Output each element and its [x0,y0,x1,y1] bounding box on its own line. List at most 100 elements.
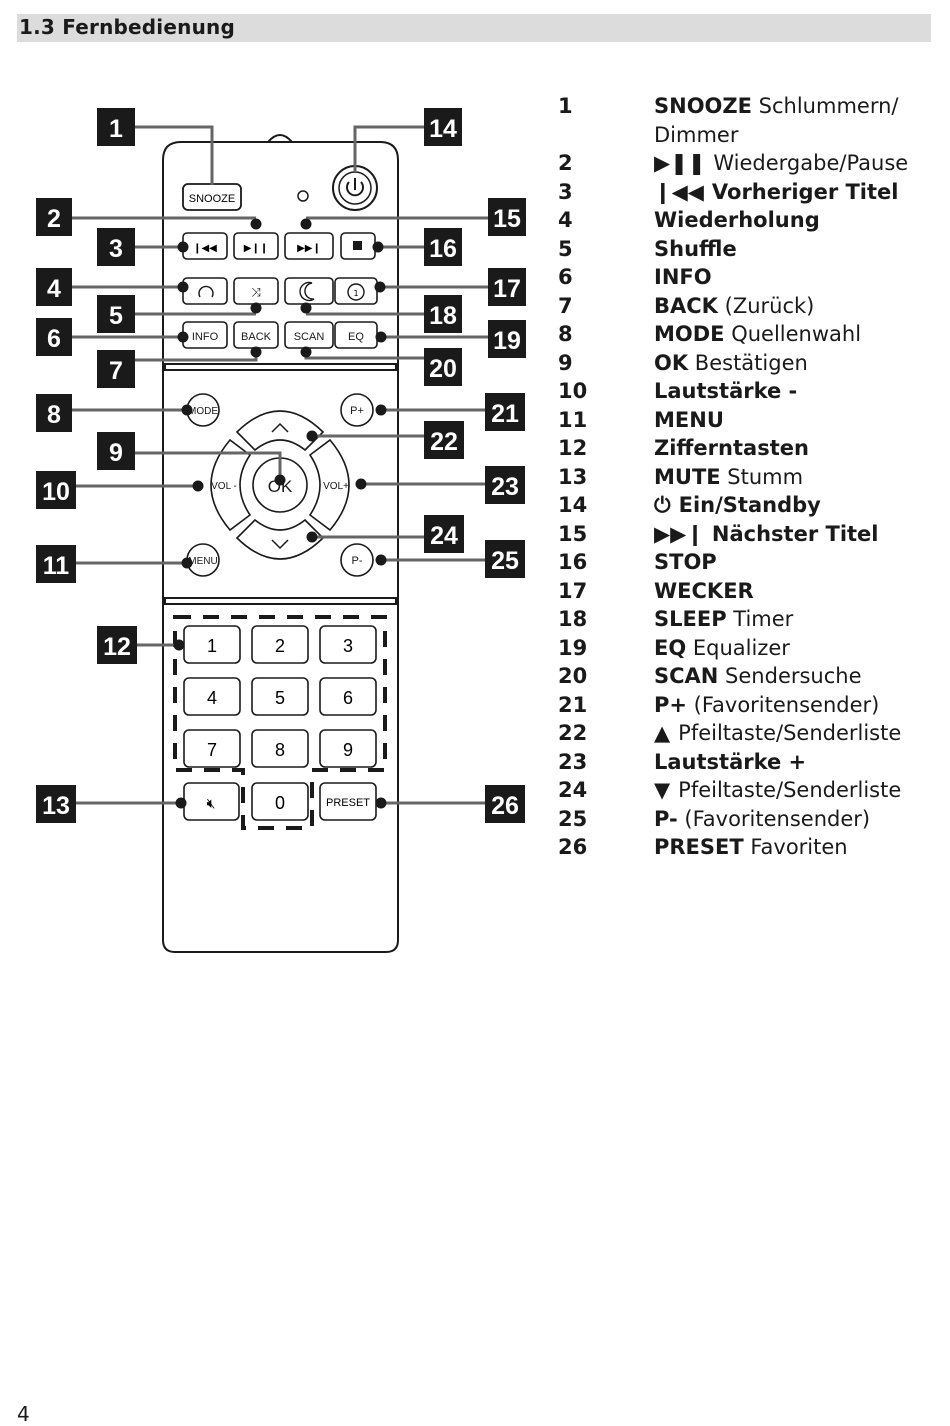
callout-badge-9 [97,432,135,470]
callout-number-8: 8 [47,401,61,429]
legend-term: Lautstärke + [654,749,807,774]
legend-description: Lautstärke - [654,377,929,406]
callout-dot-5 [250,302,262,314]
mute-icon: 🔇︎ [207,796,216,812]
legend-item: 15▶▶❙Nächster Titel [558,520,938,549]
back-label: BACK [241,331,272,343]
digit-2-button [251,625,309,664]
legend-term: P- [654,806,678,831]
callout-dot-16 [372,241,384,253]
legend-number: 9 [558,350,573,375]
legend-number: 21 [558,692,588,717]
legend-description: ▶❚❚Wiedergabe/Pause [654,149,929,178]
p-minus-button [340,543,374,577]
prev-icon: ❙◀◀ [193,243,217,254]
legend-number: 15 [558,521,588,546]
digit-6-label: 6 [343,688,353,708]
legend-item: 26 PRESET Favoriten [558,833,938,862]
callout-line-1 [135,125,214,185]
snooze-button: SNOOZE [182,183,242,211]
legend-number: 11 [558,407,588,432]
legend-description: P- (Favoritensender) [654,805,929,834]
legend-term: SNOOZE [654,94,752,118]
legend-term: SLEEP [654,607,727,631]
legend-description: Wiederholung [654,206,929,235]
callout-line-7 [135,352,258,362]
digit-4-label: 4 [207,688,217,708]
callout-number-9: 9 [109,439,123,467]
legend-description: Lautstärke + [654,748,929,777]
callout-number-24: 24 [430,522,458,550]
callout-badge-8 [36,394,72,432]
digit-3-button [319,625,377,664]
callout-dot-19 [375,331,387,343]
legend-number: 17 [558,578,588,603]
callout-number-3: 3 [109,235,123,263]
digit-5-label: 5 [275,688,285,708]
legend-description: MUTE Stumm [654,463,929,492]
legend-number: 6 [558,265,573,289]
callout-number-6: 6 [47,325,61,353]
callout-badge-5 [97,295,135,333]
legend-number: 2 [558,151,573,175]
power-icon [346,181,364,197]
callout-number-15: 15 [493,205,521,233]
legend-text: Pfeiltaste/Senderliste [678,721,902,745]
callout-badge-25 [485,540,525,578]
legend-number: 26 [558,835,588,859]
callout-badge-10 [36,471,76,509]
eq-label: EQ [348,331,364,343]
legend-term: Lautstärke - [654,379,798,403]
callout-number-12: 12 [103,633,131,661]
legend-number: 20 [558,664,588,688]
legend-term: BACK [654,293,718,318]
legend-term: Vorheriger Titel [711,179,899,204]
callout-dot-6 [177,331,189,343]
callout-badge-19 [488,320,526,358]
legend-text: Timer [726,607,794,631]
legend-number: 10 [558,379,588,403]
legend-term: Wiederholung [654,208,820,232]
legend-number: 3 [558,179,573,204]
callout-number-20: 20 [429,355,457,383]
legend-description: EQ Equalizer [654,634,929,663]
callout-number-13: 13 [42,792,70,820]
legend-text: (Favoritensender) [677,806,871,831]
legend-number: 18 [558,607,588,631]
callout-dot-20 [300,346,312,358]
legend-term: Nächster Titel [711,521,879,546]
callout-badge-2 [36,198,72,236]
keypad-frame [173,615,387,830]
callout-badge-1 [97,108,135,146]
callout-dot-24 [306,531,318,543]
legend-text: Favoriten [743,835,848,859]
callout-dot-13 [175,797,187,809]
legend-item: 14⏻Ein/Standby [558,491,938,520]
legend-term: MODE [654,322,725,346]
legend-number: 12 [558,436,588,460]
callout-number-18: 18 [429,302,457,330]
legend-term: PRESET [654,835,744,859]
section-header: 1.3 Fernbedienung [17,14,931,42]
legend-term: Shuffle [654,236,737,261]
section-title: 1.3 Fernbedienung [19,15,235,39]
callout-dot-12 [173,639,185,651]
callout-line-20 [304,352,424,360]
callout-badge-26 [485,785,525,823]
callout-number-10: 10 [42,478,70,506]
legend-term: SCAN [654,664,719,688]
power-button [332,165,378,211]
play-pause-button [233,232,279,260]
legend-number: 7 [558,293,573,318]
callout-badge-6 [36,318,72,356]
vol-minus-button [210,438,252,532]
callout-badge-21 [485,393,525,431]
alarm-icon [347,283,365,301]
legend-item: 22▲Pfeiltaste/Senderliste [558,719,938,748]
callout-badge-3 [97,228,135,266]
callout-dot-25 [375,554,387,566]
